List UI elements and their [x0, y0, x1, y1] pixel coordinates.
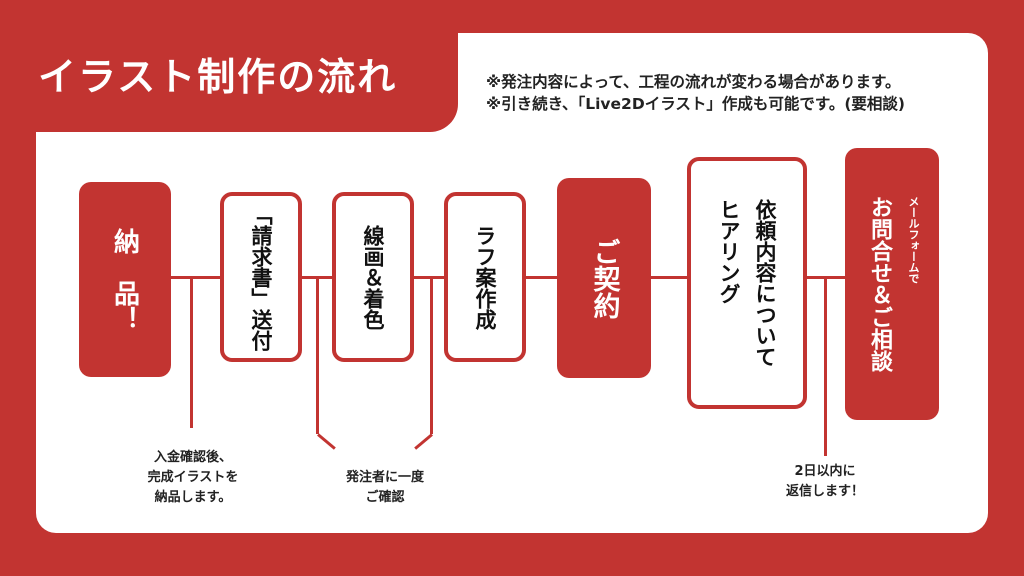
step-inquiry-sublabel: メールフォームで: [907, 196, 920, 284]
step-delivery: 納 品！: [79, 182, 171, 377]
step-inquiry: メールフォームで お問合せ＆ご相談: [845, 148, 939, 420]
confirm-note-line-1: 発注者に一度: [345, 470, 424, 485]
delivery-note-line-2: 完成イラストを: [147, 470, 239, 485]
step-hearing-label-2: ヒアリング: [717, 199, 741, 304]
step-rough-draft-label: ラフ案作成: [473, 224, 497, 330]
confirm-note: 発注者に一度 ご確認: [300, 468, 470, 508]
reply-note: 2日以内に 返信します！: [760, 462, 890, 502]
step-hearing-text: 依頼内容について ヒアリング: [714, 199, 780, 367]
step-inquiry-text: メールフォームで お問合せ＆ご相談: [863, 196, 921, 372]
note-live2d: ※引き続き、「Live2Dイラスト」作成も可能です。(要相談): [486, 95, 906, 113]
delivery-note-line-3: 納品します。: [154, 490, 232, 505]
step-lineart-color-label: 線画＆着色: [361, 224, 385, 330]
delivery-note-line-1: 入金確認後、: [153, 450, 232, 465]
step-rough-draft: ラフ案作成: [444, 192, 526, 362]
delivery-note: 入金確認後、 完成イラストを 納品します。: [120, 448, 266, 508]
step-hearing: 依頼内容について ヒアリング: [687, 157, 807, 409]
title-tab: イラスト制作の流れ: [0, 0, 458, 132]
page-title: イラスト制作の流れ: [38, 55, 398, 99]
step-delivery-label: 納 品！: [109, 227, 140, 332]
confirm-connector-right: [430, 278, 433, 434]
step-inquiry-label: お問合せ＆ご相談: [867, 196, 892, 372]
reply-note-line-2: 返信します！: [785, 484, 864, 499]
confirm-connector-left: [316, 278, 319, 434]
step-invoice: 「請求書」送付: [220, 192, 302, 362]
confirm-note-line-2: ご確認: [365, 490, 405, 505]
reply-note-line-1: 2日以内に: [794, 464, 856, 479]
step-contract: ご契約: [557, 178, 651, 378]
delivery-connector: [190, 278, 193, 428]
note-flow-change: ※発注内容によって、工程の流れが変わる場合があります。: [486, 73, 901, 91]
step-lineart-color: 線画＆着色: [332, 192, 414, 362]
reply-connector: [824, 278, 827, 456]
step-contract-label: ご契約: [588, 237, 620, 319]
step-hearing-label-1: 依頼内容について: [753, 199, 777, 367]
step-invoice-label: 「請求書」送付: [249, 203, 273, 351]
